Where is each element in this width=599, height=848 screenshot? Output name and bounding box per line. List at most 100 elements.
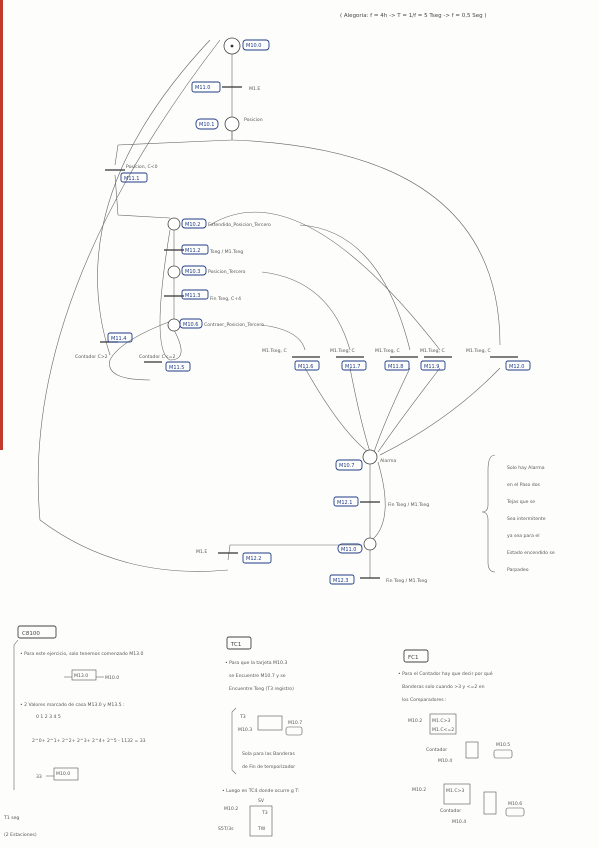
- place-p1: M10.1 Posicion: [195, 116, 263, 132]
- transition-t9: M11.9 M1.Tseg, C: [420, 348, 452, 371]
- transition-t10: M12.0 M1.Tseg, C: [466, 348, 531, 371]
- box-label: M13.0: [74, 673, 88, 679]
- section-bracket: [13, 639, 19, 790]
- box-label: M1.C<=2: [432, 727, 454, 733]
- section-tc1: TC1 • Para que la tarjeta M10.3 se Encue…: [218, 636, 303, 837]
- transition-name: Posicion, C<0: [126, 164, 158, 170]
- box-label: M10.0: [56, 771, 70, 777]
- box-label: TW: [257, 826, 266, 832]
- box-label: M1.C>3: [432, 718, 450, 724]
- box-label: 33: [36, 774, 42, 780]
- side-note-line: Parpadeo: [507, 567, 529, 573]
- place-name: Contraer_Posicion_Tercero: [204, 322, 264, 328]
- header-formula: ( Alegoria: f = 4h -> T = 1/f = 5 Tseg -…: [340, 13, 486, 19]
- section-line: los Comparadores :: [402, 697, 447, 703]
- transition-t5: M11.5 Contador C<=2: [139, 354, 191, 372]
- arc: [379, 367, 501, 456]
- box-label: M10.3: [238, 727, 252, 733]
- transition-label: M11.9: [424, 364, 439, 370]
- place-name: Posicion_Tercero: [208, 269, 246, 275]
- transition-label: M11.1: [124, 176, 139, 182]
- box-label: Contador: [440, 808, 461, 814]
- transition-name: Fin Tseg / M1.Tseg: [386, 578, 427, 584]
- side-note-line: ya sea para el: [507, 533, 540, 539]
- side-note-line: Tejas que se: [506, 499, 535, 505]
- petri-arcs: [37, 39, 501, 578]
- section-title: FC1: [408, 655, 419, 661]
- section-line: • Para el Contador hay que decir por qué: [398, 670, 493, 677]
- place-p6-alarma: M10.7 Alarma: [335, 449, 397, 471]
- transition-name: M1.E: [249, 86, 260, 92]
- transition-label: M12.3: [333, 578, 348, 584]
- box-label: T3: [261, 810, 268, 816]
- box-label: Contador: [426, 747, 447, 753]
- transition-label: M12.2: [246, 556, 261, 562]
- side-note-line: Estado encendido se: [507, 550, 555, 556]
- section-c8100: C8100 • Para este ejercicio, solo tenemo…: [13, 625, 146, 790]
- place-label: M10.6: [183, 322, 198, 328]
- section-title: C8100: [22, 631, 40, 637]
- side-note-line: Solo hay Alarma: [507, 465, 545, 471]
- transition-t2: M11.2 Tseg / M1.Tseg: [164, 244, 243, 255]
- transition-t4: M11.4 Contador C>2: [75, 332, 133, 360]
- transition-name: M1.Tseg, C: [375, 348, 400, 354]
- page-margin-strip: [0, 0, 3, 450]
- section-line: • 2 Valores marcado de casa M13.0 y M13.…: [20, 702, 125, 708]
- section-line: • Para este ejercicio, solo tenemos come…: [20, 651, 144, 657]
- place-p2: M10.2 Extendido_Posicion_Tercero: [167, 217, 271, 231]
- arc: [261, 271, 351, 351]
- arc: [299, 224, 411, 351]
- box-label: M10.0: [105, 675, 119, 681]
- place-p7: M11.0: [337, 537, 377, 554]
- section-line: 2^0+ 2^1+ 2^2+ 2^3+ 2^4+ 2^5 - 1132 = 33: [32, 738, 146, 744]
- place-name: Extendido_Posicion_Tercero: [208, 222, 271, 228]
- arc: [261, 324, 306, 351]
- footer-line: (2 Estaciones): [4, 832, 37, 838]
- section-line: se Encuentre M10.7 y se: [229, 673, 286, 679]
- side-note-line: en el Paso dos: [507, 482, 541, 488]
- arc: [114, 130, 233, 166]
- transition-t13: M12.3 Fin Tseg / M1.Tseg: [329, 574, 427, 585]
- box-label: M10.5: [496, 742, 510, 748]
- transition-label: M11.0: [195, 85, 210, 91]
- side-note: Solo hay Alarma en el Paso dos Tejas que…: [481, 454, 555, 573]
- transition-t6: M11.6 M1.Tseg, C: [262, 348, 320, 371]
- box-label: SV: [258, 798, 265, 804]
- arc: [377, 367, 441, 453]
- arc: [231, 130, 501, 346]
- place-label: M10.0: [246, 43, 261, 49]
- box-label: T3: [239, 714, 246, 720]
- transition-label: M12.1: [337, 500, 352, 506]
- transition-t7: M11.7 M1.Tseg, C: [330, 348, 367, 371]
- arc: [37, 39, 229, 572]
- transition-label: M11.4: [111, 336, 126, 342]
- arc: [349, 367, 371, 453]
- arc: [373, 367, 411, 453]
- transition-name: M1.Tseg, C: [262, 348, 287, 354]
- box-label: M10.2: [224, 806, 238, 812]
- transition-t8: M11.8 M1.Tseg, C: [375, 348, 418, 371]
- place-name: Alarma: [380, 458, 397, 464]
- section-line: de Fin de temporizador: [242, 764, 295, 770]
- transition-name: M1.Tseg, C: [466, 348, 491, 354]
- section-line: Sola para las Banderas: [242, 751, 295, 757]
- transition-name: Tseg / M1.Tseg: [209, 249, 243, 255]
- arc: [114, 174, 171, 219]
- section-fc1: FC1 • Para el Contador hay que decir por…: [398, 649, 525, 825]
- box-label: M10.7: [288, 720, 302, 726]
- transition-t11: M12.1 Fin Tseg / M1.Tseg: [333, 496, 429, 508]
- transition-name: Fin Tseg / M1.Tseg: [388, 502, 429, 508]
- footer-notes: T1 seg (2 Estaciones): [3, 815, 37, 838]
- transition-name: M1.Tseg, C: [420, 348, 445, 354]
- arc: [209, 211, 441, 351]
- arc: [97, 39, 211, 356]
- place-label: M11.0: [341, 547, 356, 553]
- place-label: M10.3: [185, 269, 200, 275]
- box-label: S5T/3s: [218, 826, 234, 832]
- transition-label: M11.5: [169, 365, 184, 371]
- transition-label: M11.3: [185, 293, 200, 299]
- place-label: M10.7: [339, 463, 354, 469]
- brace: [481, 454, 496, 573]
- transition-label: M11.8: [388, 364, 403, 370]
- box-label: M10.6: [508, 801, 522, 807]
